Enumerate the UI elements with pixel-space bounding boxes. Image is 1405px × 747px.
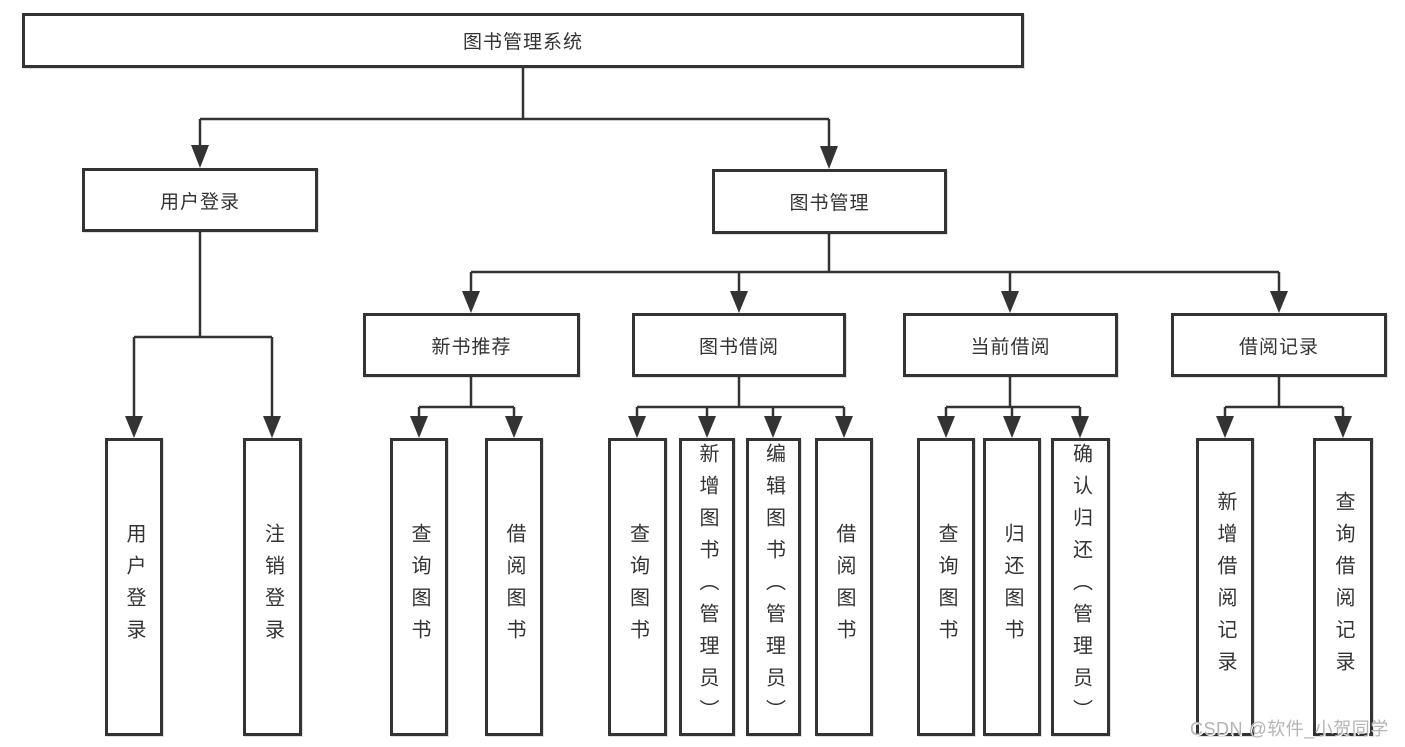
arrowhead <box>835 416 853 438</box>
node-records-add-record: 新增借阅记录 <box>1196 438 1254 736</box>
node-records-query-record: 查询借阅记录 <box>1313 438 1373 736</box>
leaf-label: 确认归还（管理员） <box>1069 443 1092 731</box>
node-borrow-add-books-admin: 新增图书（管理员） <box>679 438 735 736</box>
node-leaf-user-login: 用户登录 <box>105 438 163 736</box>
arrowhead <box>937 416 955 438</box>
leaf-label: 查询图书 <box>408 523 430 651</box>
leaf-label: 借阅图书 <box>833 523 855 651</box>
leaf-label: 编辑图书（管理员） <box>762 443 785 731</box>
node-current-confirm-return-admin: 确认归还（管理员） <box>1051 438 1110 736</box>
leaf-label: 注销登录 <box>261 523 284 651</box>
node-book-borrow: 图书借阅 <box>632 313 846 377</box>
arrowhead <box>263 416 281 438</box>
node-borrow-borrow-books: 借阅图书 <box>815 438 873 736</box>
arrowhead <box>764 416 782 438</box>
arrowhead <box>125 416 143 438</box>
watermark: CSDN @软件_小贺同学 <box>1190 719 1389 739</box>
arrowhead <box>1071 416 1089 438</box>
leaf-label: 借阅图书 <box>503 523 525 651</box>
arrowhead <box>628 416 646 438</box>
arrowhead <box>462 291 480 313</box>
node-root: 图书管理系统 <box>22 13 1024 68</box>
leaf-label: 归还图书 <box>1001 523 1023 651</box>
arrowhead <box>1270 291 1288 313</box>
node-new-book-recommend: 新书推荐 <box>363 313 580 377</box>
arrowhead <box>191 145 209 168</box>
node-borrow-edit-books-admin: 编辑图书（管理员） <box>746 438 801 736</box>
arrowhead <box>1334 416 1352 438</box>
arrowhead <box>1003 416 1021 438</box>
leaf-label: 新增图书（管理员） <box>696 443 718 731</box>
arrowhead <box>1216 416 1234 438</box>
node-current-return-books: 归还图书 <box>983 438 1041 736</box>
node-current-query-books: 查询图书 <box>917 438 975 736</box>
node-book-management: 图书管理 <box>712 169 947 234</box>
leaf-label: 查询图书 <box>626 523 649 651</box>
node-borrow-query-books: 查询图书 <box>608 438 667 736</box>
arrowhead <box>698 416 716 438</box>
arrowhead <box>1001 291 1019 313</box>
node-recommend-query-books: 查询图书 <box>390 438 448 736</box>
node-borrow-records: 借阅记录 <box>1171 313 1387 377</box>
leaf-label: 新增借阅记录 <box>1214 491 1236 683</box>
node-user-login: 用户登录 <box>82 168 318 232</box>
node-recommend-borrow-books: 借阅图书 <box>485 438 543 736</box>
leaf-label: 用户登录 <box>123 523 145 651</box>
leaf-label: 查询图书 <box>935 523 957 651</box>
arrowhead <box>410 416 428 438</box>
node-leaf-logout: 注销登录 <box>243 438 302 736</box>
arrowhead <box>505 416 523 438</box>
leaf-label: 查询借阅记录 <box>1332 491 1354 683</box>
node-current-borrow: 当前借阅 <box>903 313 1118 377</box>
arrowhead <box>730 291 748 313</box>
arrowhead <box>820 146 838 169</box>
